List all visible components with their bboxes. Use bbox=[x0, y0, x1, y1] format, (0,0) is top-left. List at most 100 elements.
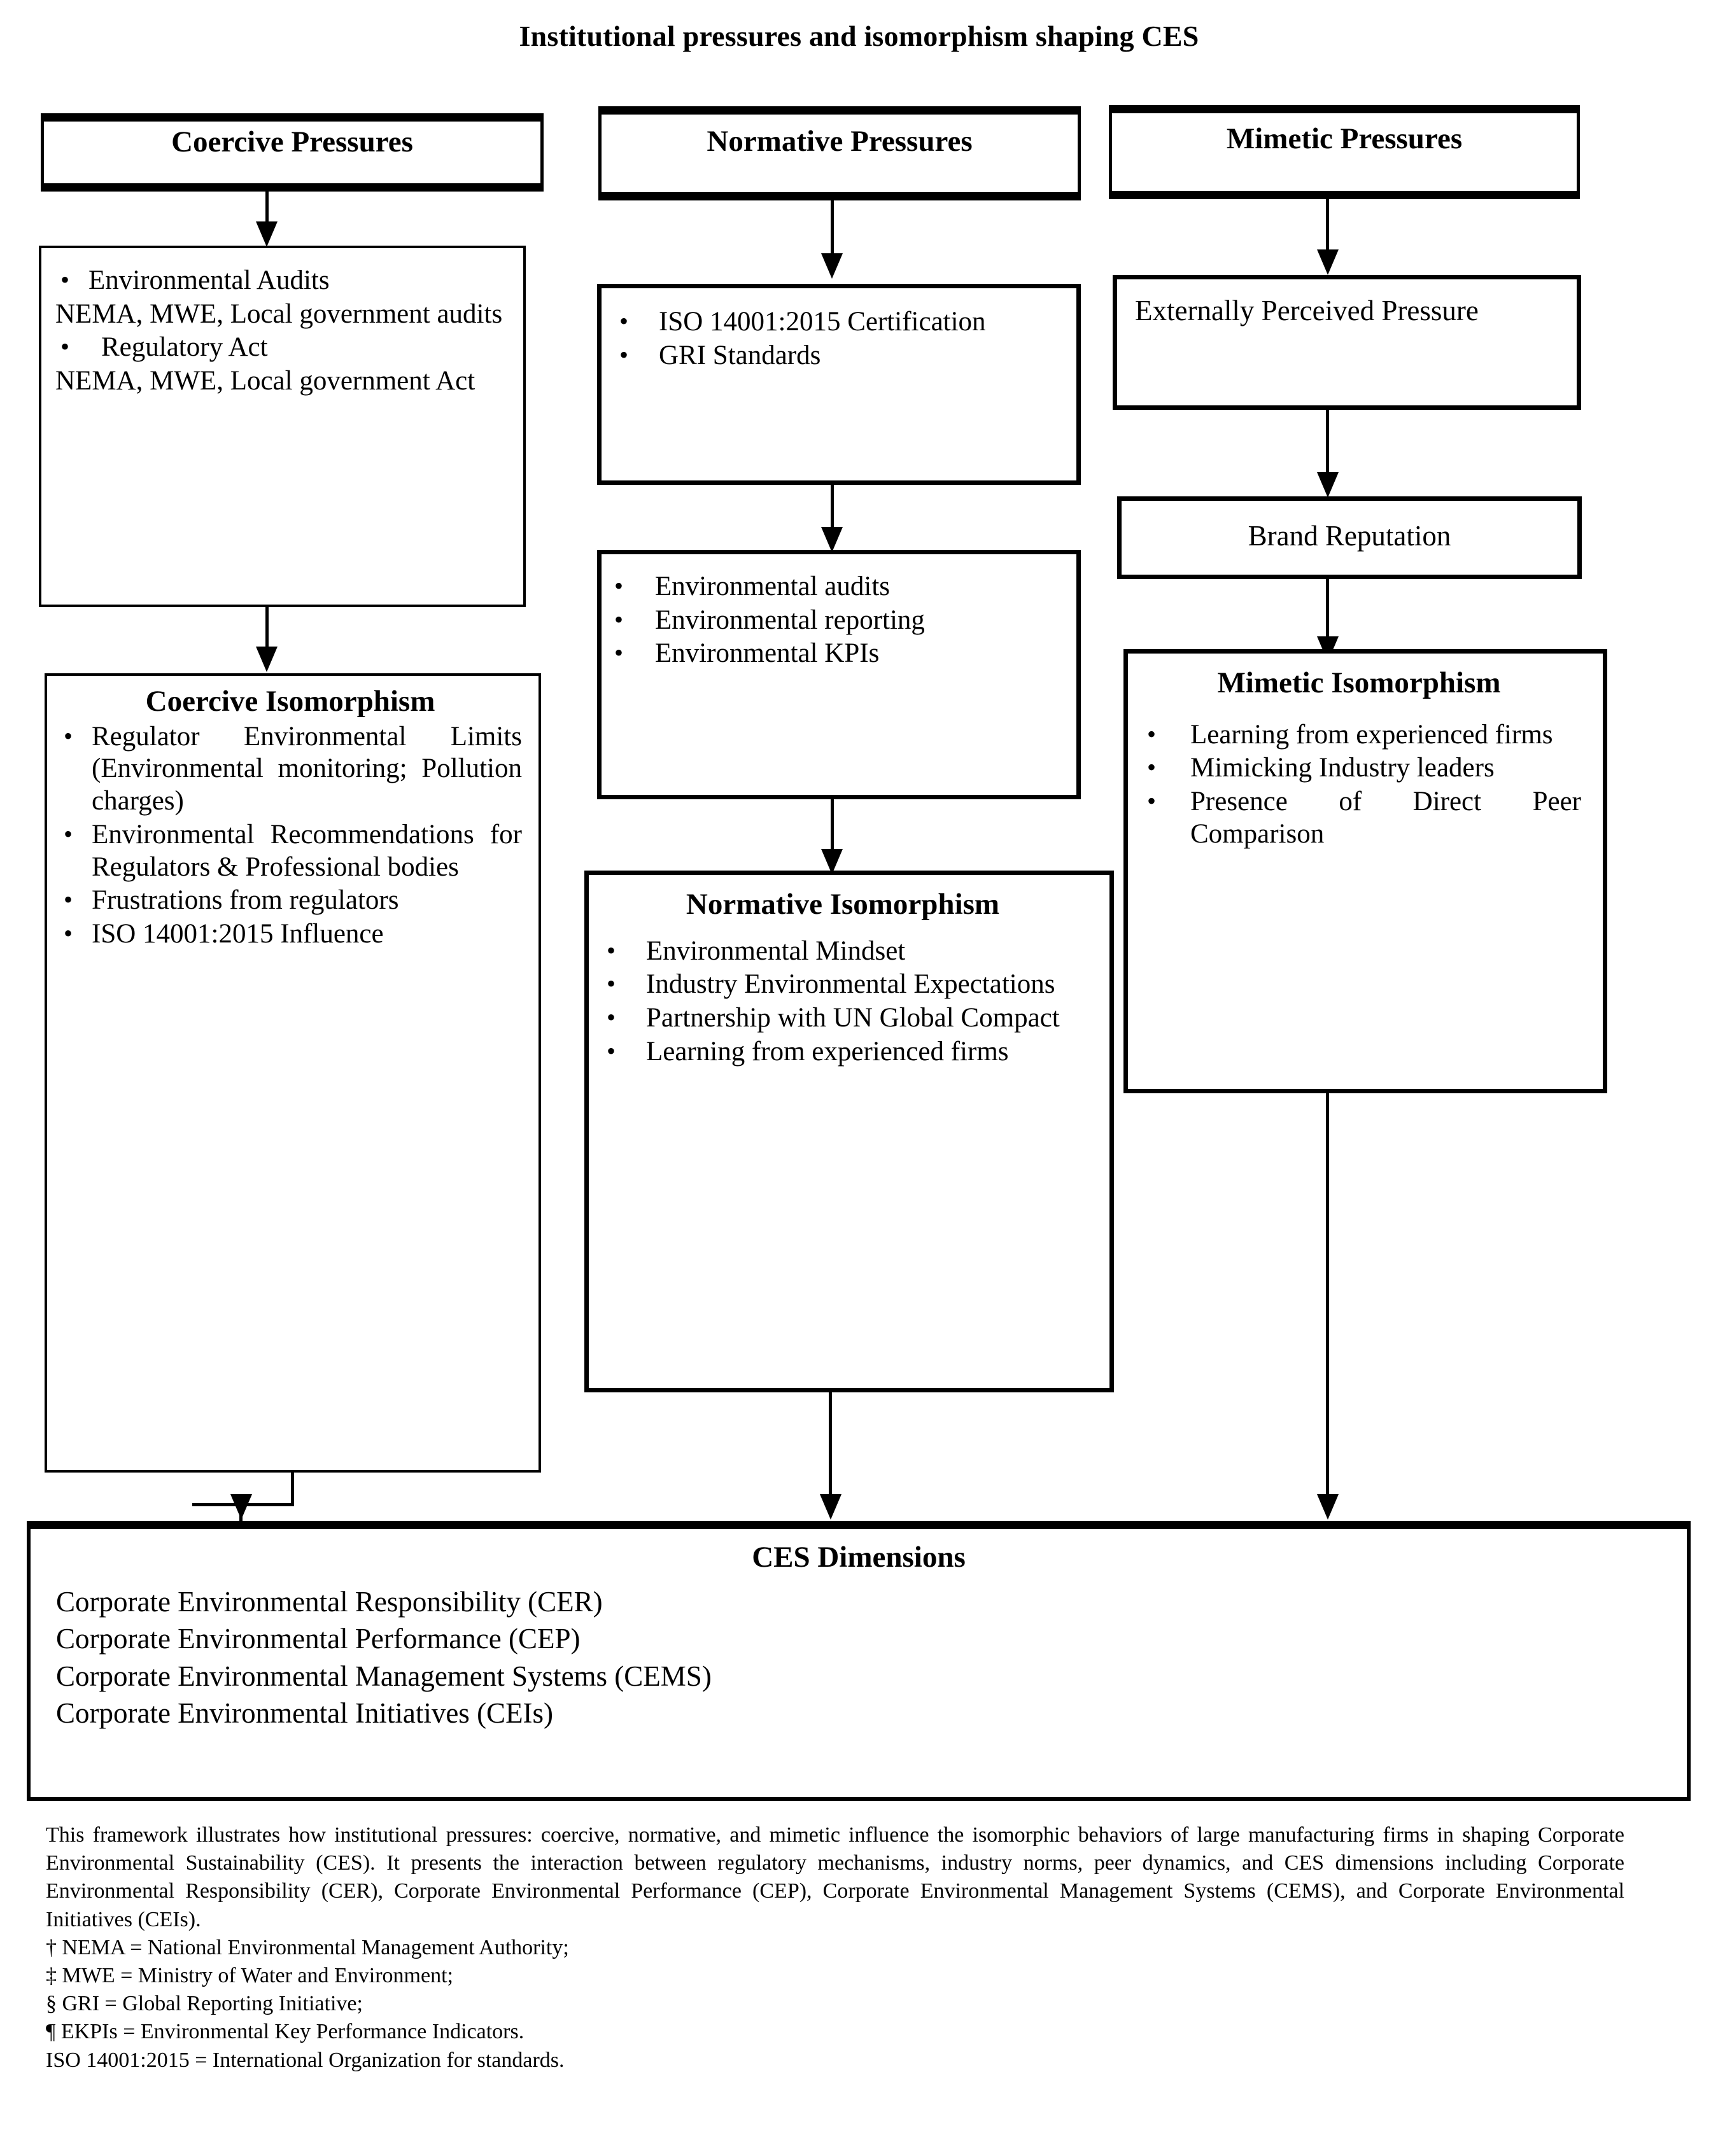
normative-standard-0: ISO 14001:2015 Certification bbox=[659, 307, 986, 337]
caption-paragraph: This framework illustrates how instituti… bbox=[46, 1823, 1624, 1931]
list-item: Partnership with UN Global Compact bbox=[598, 1002, 1088, 1035]
mimetic-iso-item-2: Presence of Direct Peer Comparison bbox=[1190, 787, 1581, 849]
connector-mimetic-iso-to-ces bbox=[1326, 1093, 1329, 1507]
connector-normative-practices-to-isomorphism bbox=[831, 799, 834, 857]
coercive-source-bullet-0: Environmental Audits bbox=[88, 265, 330, 295]
arrowhead-coercive-to-ces bbox=[230, 1494, 252, 1520]
coercive-pressures-label: Coercive Pressures bbox=[171, 125, 413, 158]
connector-coercive-sources-to-isomorphism bbox=[265, 607, 269, 650]
normative-practice-1: Environmental reporting bbox=[655, 605, 925, 635]
arrowhead-coercive-sources-to-isomorphism bbox=[256, 647, 278, 672]
connector-mimetic-header-to-pressure bbox=[1326, 199, 1329, 256]
connector-coercive-iso-down bbox=[291, 1473, 294, 1506]
brand-reputation-text: Brand Reputation bbox=[1248, 520, 1451, 552]
coercive-isomorphism-list: Regulator Environmental Limits (Environm… bbox=[59, 721, 522, 951]
coercive-iso-item-1: Environmental Recommendations for Regula… bbox=[92, 819, 522, 882]
coercive-sources-list: Environmental Audits NEMA, MWE, Local go… bbox=[55, 265, 504, 398]
normative-pressures-header-box: Normative Pressures bbox=[598, 106, 1081, 200]
ces-dimension-line-3: Corporate Environmental Initiatives (CEI… bbox=[56, 1697, 554, 1730]
normative-isomorphism-list: Environmental Mindset Industry Environme… bbox=[598, 935, 1088, 1068]
mimetic-iso-item-1: Mimicking Industry leaders bbox=[1190, 753, 1495, 783]
caption-note-1: ‡ MWE = Ministry of Water and Environmen… bbox=[46, 1963, 453, 1987]
figure-caption: This framework illustrates how instituti… bbox=[46, 1821, 1624, 2075]
coercive-source-bullet-1: Regulatory Act bbox=[101, 332, 268, 363]
ces-dimensions-lines: Corporate Environmental Responsibility (… bbox=[56, 1583, 1661, 1732]
list-item: ISO 14001:2015 Certification bbox=[610, 306, 1053, 339]
list-item: Mimicking Industry leaders bbox=[1137, 752, 1581, 785]
coercive-source-detail-0: NEMA, MWE, Local government audits bbox=[55, 298, 503, 329]
normative-isomorphism-title: Normative Isomorphism bbox=[686, 888, 1000, 921]
list-item: Environmental Recommendations for Regula… bbox=[59, 819, 522, 883]
normative-practice-0: Environmental audits bbox=[655, 571, 891, 601]
ces-dimension-line-1: Corporate Environmental Performance (CEP… bbox=[56, 1623, 581, 1655]
list-item: Environmental KPIs bbox=[610, 638, 1057, 670]
mimetic-isomorphism-title: Mimetic Isomorphism bbox=[1217, 666, 1501, 699]
coercive-isomorphism-title: Coercive Isomorphism bbox=[145, 685, 435, 718]
list-item: NEMA, MWE, Local government Act bbox=[55, 365, 504, 398]
mimetic-iso-item-0: Learning from experienced firms bbox=[1190, 719, 1553, 750]
list-item: Environmental reporting bbox=[610, 605, 1057, 637]
connector-normative-standards-to-practices bbox=[831, 485, 834, 535]
normative-standards-list: ISO 14001:2015 Certification GRI Standar… bbox=[610, 306, 1053, 372]
list-item: Presence of Direct Peer Comparison bbox=[1137, 786, 1581, 850]
ces-dimensions-box: CES Dimensions Corporate Environmental R… bbox=[27, 1521, 1691, 1801]
normative-iso-item-1: Industry Environmental Expectations bbox=[646, 969, 1055, 1000]
arrowhead-coercive-header-to-sources bbox=[256, 221, 278, 247]
normative-standard-1: GRI Standards bbox=[659, 340, 821, 370]
list-item: NEMA, MWE, Local government audits bbox=[55, 298, 504, 331]
figure-title: Institutional pressures and isomorphism … bbox=[519, 20, 1199, 52]
ces-dimension-line-2: Corporate Environmental Management Syste… bbox=[56, 1660, 712, 1692]
list-item: Environmental audits bbox=[610, 571, 1057, 603]
connector-coercive-header-to-sources bbox=[265, 192, 269, 230]
ces-dimension-line-0: Corporate Environmental Responsibility (… bbox=[56, 1585, 603, 1618]
normative-iso-item-3: Learning from experienced firms bbox=[646, 1036, 1009, 1067]
mimetic-pressures-header-box: Mimetic Pressures bbox=[1109, 105, 1580, 199]
list-item: Environmental Mindset bbox=[598, 935, 1088, 968]
arrowhead-pressure-to-brand bbox=[1317, 472, 1339, 498]
normative-practices-list: Environmental audits Environmental repor… bbox=[610, 571, 1057, 670]
normative-isomorphism-box: Normative Isomorphism Environmental Mind… bbox=[584, 871, 1114, 1392]
list-item: ISO 14001:2015 Influence bbox=[59, 918, 522, 951]
coercive-iso-item-0: Regulator Environmental Limits (Environm… bbox=[92, 721, 522, 816]
coercive-pressures-header-box: Coercive Pressures bbox=[41, 113, 544, 192]
arrowhead-normative-to-ces bbox=[820, 1494, 841, 1520]
coercive-iso-item-2: Frustrations from regulators bbox=[92, 885, 399, 916]
list-item: Learning from experienced firms bbox=[1137, 719, 1581, 752]
arrowhead-mimetic-header-to-pressure bbox=[1317, 249, 1339, 275]
normative-standards-box: ISO 14001:2015 Certification GRI Standar… bbox=[597, 284, 1081, 485]
list-item: Frustrations from regulators bbox=[59, 885, 522, 917]
coercive-sources-box: Environmental Audits NEMA, MWE, Local go… bbox=[39, 246, 526, 607]
connector-brand-to-mimetic-isomorphism bbox=[1326, 579, 1329, 649]
arrowhead-mimetic-to-ces bbox=[1317, 1494, 1339, 1520]
arrowhead-normative-standards-to-practices bbox=[821, 527, 843, 552]
arrowhead-normative-practices-to-isomorphism bbox=[821, 849, 843, 874]
list-item: Environmental Audits bbox=[55, 265, 504, 297]
caption-note-0: † NEMA = National Environmental Manageme… bbox=[46, 1935, 569, 1959]
connector-normative-header-to-standards bbox=[831, 200, 834, 261]
coercive-isomorphism-box: Coercive Isomorphism Regulator Environme… bbox=[45, 673, 541, 1473]
connector-pressure-to-brand bbox=[1326, 410, 1329, 480]
list-item: Regulator Environmental Limits (Environm… bbox=[59, 721, 522, 818]
externally-perceived-pressure-box: Externally Perceived Pressure bbox=[1113, 275, 1581, 410]
normative-iso-item-0: Environmental Mindset bbox=[646, 935, 906, 966]
brand-reputation-box: Brand Reputation bbox=[1117, 496, 1582, 579]
coercive-iso-item-3: ISO 14001:2015 Influence bbox=[92, 919, 384, 949]
normative-iso-item-2: Partnership with UN Global Compact bbox=[646, 1003, 1060, 1033]
list-item: Industry Environmental Expectations bbox=[598, 969, 1088, 1001]
arrowhead-normative-header-to-standards bbox=[821, 253, 843, 279]
list-item: Learning from experienced firms bbox=[598, 1036, 1088, 1068]
externally-perceived-pressure-text: Externally Perceived Pressure bbox=[1135, 295, 1479, 326]
ces-dimensions-title: CES Dimensions bbox=[752, 1541, 966, 1574]
caption-note-3: ¶ EKPIs = Environmental Key Performance … bbox=[46, 2020, 525, 2044]
mimetic-pressures-label: Mimetic Pressures bbox=[1226, 122, 1463, 155]
connector-normative-iso-to-ces bbox=[829, 1392, 832, 1507]
normative-pressures-label: Normative Pressures bbox=[707, 125, 973, 158]
mimetic-isomorphism-list: Learning from experienced firms Mimickin… bbox=[1137, 719, 1581, 851]
list-item: Regulatory Act bbox=[55, 332, 504, 364]
mimetic-isomorphism-box: Mimetic Isomorphism Learning from experi… bbox=[1123, 649, 1607, 1093]
normative-practices-box: Environmental audits Environmental repor… bbox=[597, 550, 1081, 799]
normative-practice-2: Environmental KPIs bbox=[655, 638, 880, 669]
coercive-source-detail-1: NEMA, MWE, Local government Act bbox=[55, 366, 475, 396]
caption-note-2: § GRI = Global Reporting Initiative; bbox=[46, 1992, 363, 2016]
